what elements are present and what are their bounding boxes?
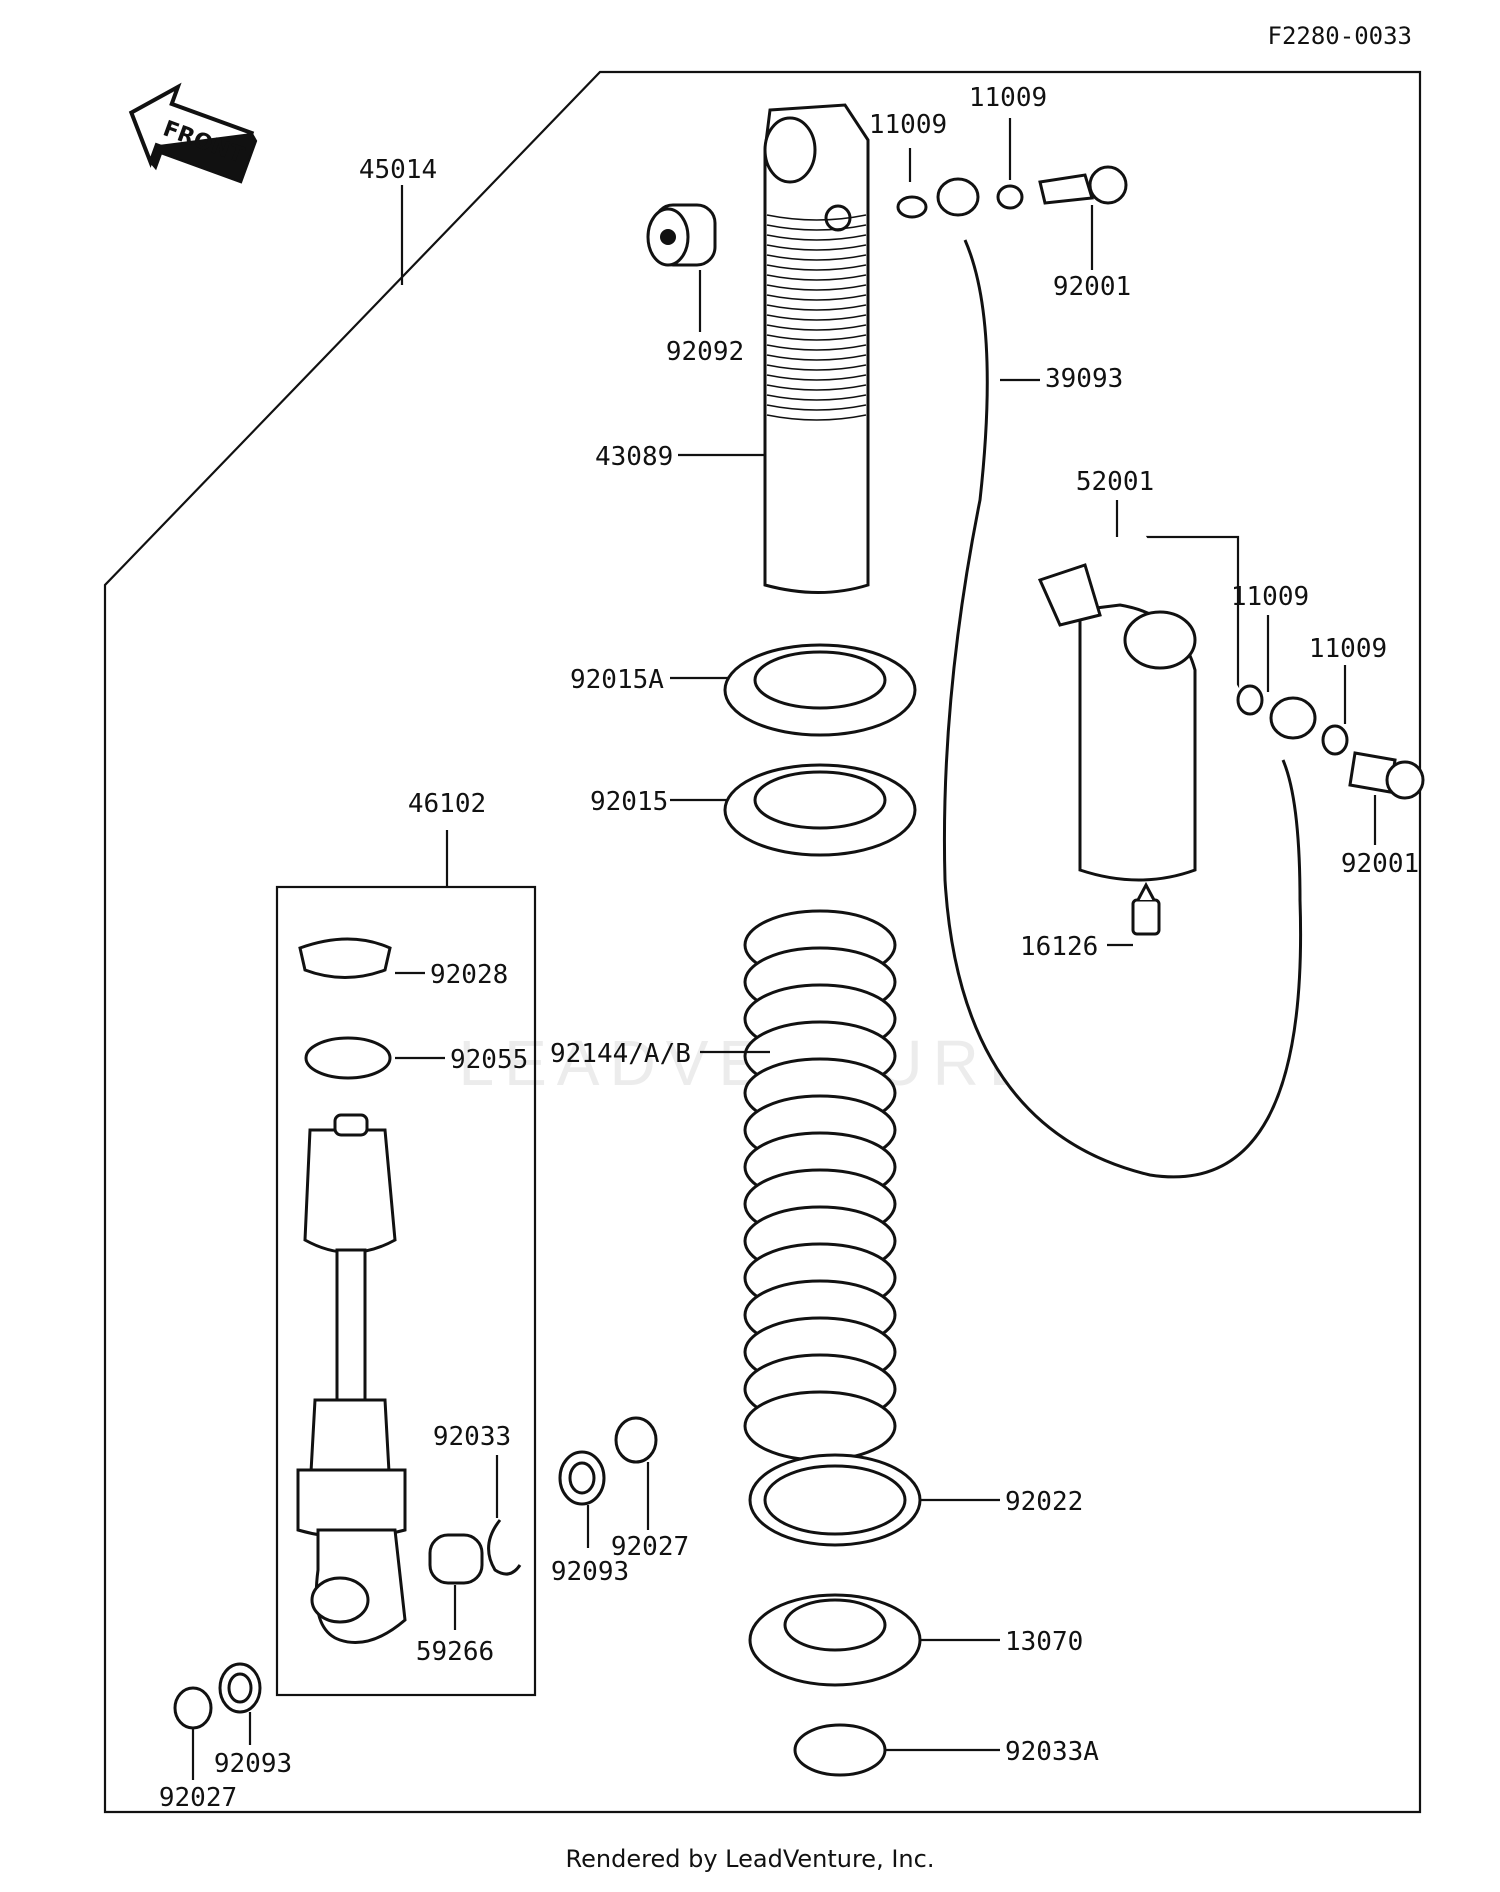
label-92028: 92028 bbox=[430, 960, 508, 990]
front-arrow-icon: FRONT bbox=[128, 82, 258, 184]
spring-locknut bbox=[723, 643, 917, 737]
spring-adjuster-nut bbox=[723, 763, 917, 857]
label-92092: 92092 bbox=[666, 337, 744, 367]
label-46102: 46102 bbox=[408, 789, 486, 819]
label-11009-b: 11009 bbox=[969, 83, 1047, 113]
footer-credit: Rendered by LeadVenture, Inc. bbox=[565, 1845, 935, 1873]
label-92027-lower: 92027 bbox=[159, 1783, 237, 1813]
seal-92093 bbox=[558, 1450, 606, 1506]
snap-ring bbox=[793, 1723, 887, 1777]
spring-seat bbox=[748, 1593, 922, 1687]
seal-92093-lower bbox=[218, 1662, 262, 1714]
collar-59266 bbox=[428, 1533, 484, 1585]
label-92055: 92055 bbox=[450, 1045, 528, 1075]
label-92093: 92093 bbox=[551, 1557, 629, 1587]
label-43089: 43089 bbox=[595, 442, 673, 472]
label-59266: 59266 bbox=[416, 1637, 494, 1667]
circlip bbox=[487, 1519, 522, 1576]
reservoir bbox=[1037, 563, 1197, 936]
label-92093-lower: 92093 bbox=[214, 1749, 292, 1779]
label-92001-right: 92001 bbox=[1341, 849, 1419, 879]
coil-spring bbox=[743, 909, 897, 1462]
bushing-92027 bbox=[614, 1416, 658, 1464]
banjo-fitting-right bbox=[1236, 684, 1425, 800]
label-92022: 92022 bbox=[1005, 1487, 1083, 1517]
piston-rod-assembly bbox=[296, 937, 407, 1644]
bushing-92027-lower bbox=[173, 1686, 213, 1730]
label-92015: 92015 bbox=[590, 787, 668, 817]
part-labels: 45014 11009 11009 92001 92092 39093 4308… bbox=[159, 83, 1419, 1813]
label-92033: 92033 bbox=[433, 1422, 511, 1452]
label-45014: 45014 bbox=[359, 155, 437, 185]
spring-guide-ring bbox=[748, 1453, 922, 1547]
leader-lines bbox=[191, 118, 1377, 1780]
label-92033a: 92033A bbox=[1005, 1737, 1099, 1767]
label-11009-a: 11009 bbox=[869, 110, 947, 140]
label-52001: 52001 bbox=[1076, 467, 1154, 497]
shock-body bbox=[763, 103, 870, 594]
label-92027: 92027 bbox=[611, 1532, 689, 1562]
label-92015a: 92015A bbox=[570, 665, 664, 695]
label-11009-d: 11009 bbox=[1309, 634, 1387, 664]
label-16126: 16126 bbox=[1020, 932, 1098, 962]
document-id: F2280-0033 bbox=[1267, 22, 1413, 50]
label-11009-c: 11009 bbox=[1231, 582, 1309, 612]
piston-assembly-box bbox=[275, 885, 537, 1697]
banjo-fitting bbox=[896, 165, 1128, 219]
bushing bbox=[646, 203, 717, 267]
assembly-frame bbox=[103, 70, 1422, 1814]
label-92001-top: 92001 bbox=[1053, 272, 1131, 302]
label-13070: 13070 bbox=[1005, 1627, 1083, 1657]
label-39093: 39093 bbox=[1045, 364, 1123, 394]
label-92144-a-b: 92144/A/B bbox=[550, 1039, 691, 1069]
